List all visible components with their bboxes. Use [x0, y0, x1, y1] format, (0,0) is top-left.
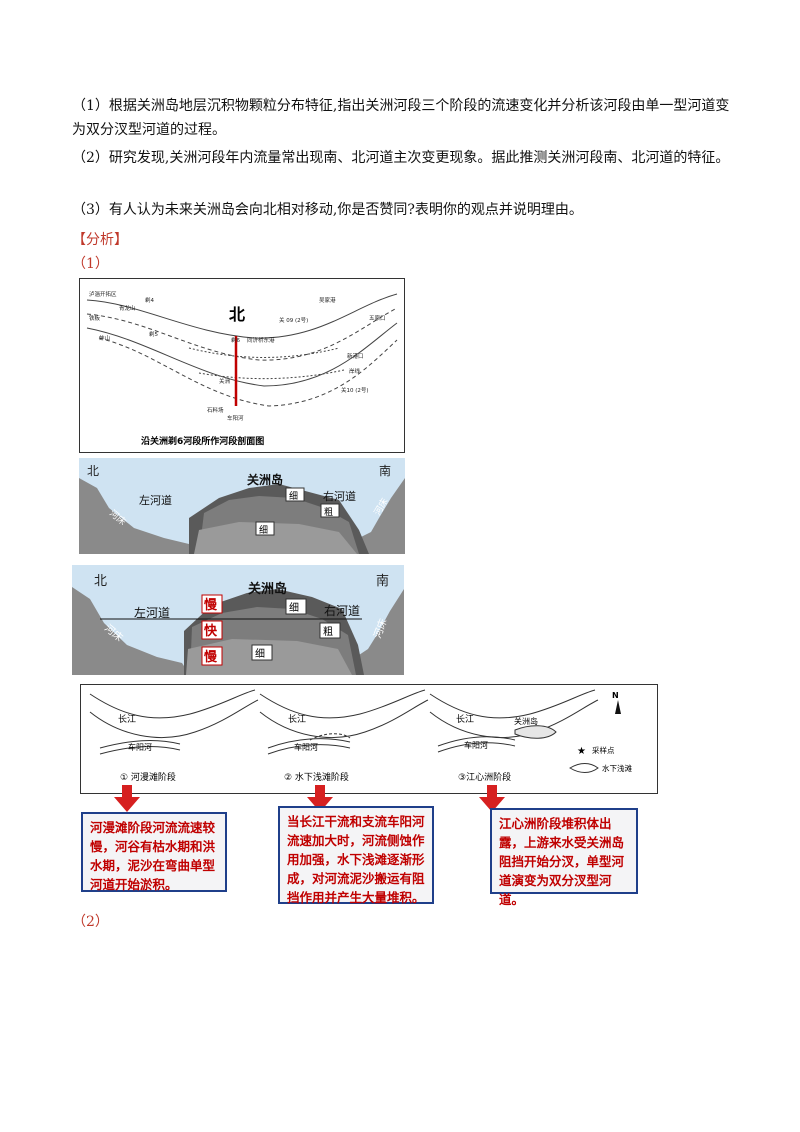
part1-label: （1） — [72, 256, 109, 272]
shoal-legend-icon — [569, 763, 599, 773]
down-arrow-icon — [307, 785, 333, 812]
layer-label: 粗 — [324, 506, 333, 518]
stage-river-label: 长江 — [288, 713, 306, 725]
stage-name: ② 水下浅滩阶段 — [284, 771, 349, 783]
legend-sample: 采样点 — [592, 745, 615, 755]
map-label: 青龙山 — [119, 304, 136, 312]
stage-river-label: 车阳河 — [128, 742, 152, 752]
question-3: （3）有人认为未来关洲岛会向北相对移动,你是否赞同?表明你的观点并说明理由。 — [72, 202, 583, 218]
layer-tag — [255, 521, 275, 536]
section2-island: 关洲岛 — [248, 581, 287, 597]
section1-right-channel: 右河道 — [323, 489, 356, 503]
layer-tag — [320, 503, 340, 518]
layer-tag — [285, 598, 307, 615]
section2-south: 南 — [376, 573, 389, 589]
section2-left-channel: 左河道 — [134, 605, 170, 620]
stage1-box: 河漫滩阶段河流流速较慢，河谷有枯水期和洪水期，泥沙在弯曲单型河道开始淤积。 — [81, 812, 227, 892]
layer-label: 粗 — [323, 626, 333, 638]
map-label: 关洲 — [219, 377, 231, 385]
map-label: 关 09 (2号) — [279, 316, 308, 324]
question-1: （1）根据关洲岛地层沉积物颗粒分布特征,指出关洲河段三个阶段的流速变化并分析该河… — [72, 98, 730, 138]
cross-section-2: 北 南 关洲岛 左河道 右河道 河床 河床 细 粗 细 慢 快 慢 — [72, 565, 404, 675]
map-label: 同济桥东港 — [247, 336, 275, 344]
stage-name: ③江心洲阶段 — [458, 771, 511, 783]
map-label: 蚌山 — [99, 334, 110, 342]
stage-river-label: 长江 — [456, 713, 474, 725]
stage2-box: 当长江干流和支流车阳河流速加大时，河流侧蚀作用加强，水下浅滩逐渐形成，对河流泥沙… — [278, 806, 434, 905]
layer-label: 细 — [289, 490, 298, 502]
map-label: 车阳河 — [227, 414, 244, 422]
map-label: 剃5 — [149, 330, 159, 338]
section1-south: 南 — [379, 463, 391, 478]
sample-star-icon: ★ — [577, 746, 586, 757]
speed-tag — [201, 646, 223, 666]
speed-label: 快 — [204, 623, 218, 639]
layer-label: 细 — [289, 601, 299, 614]
layer-tag — [285, 487, 305, 502]
stage-river-label: 车阳河 — [464, 740, 488, 750]
map-label: 石料场 — [207, 406, 224, 414]
map-label: 剃4 — [145, 296, 155, 304]
map-label: 剃6 — [231, 336, 241, 344]
section2-right-channel: 右河道 — [324, 603, 360, 618]
river-map-figure: 北 泸淄开拓区 剃4 青龙山 铁板 蚌山 剃5 剃6 吴家港 关 09 (2号)… — [79, 278, 405, 453]
stage-river-label: 长江 — [118, 713, 136, 725]
stage3-box: 江心洲阶段堆积体出露，上游来水受关洲岛阻挡开始分汊，单型河道演变为双分汊型河道。 — [490, 808, 638, 907]
speed-label: 慢 — [204, 597, 218, 613]
layer-tag — [319, 622, 341, 639]
layer-label: 细 — [259, 524, 268, 536]
north-arrow-label: N — [612, 691, 619, 700]
section2-north: 北 — [94, 574, 107, 589]
map-label: 岸线 — [349, 367, 361, 375]
legend-shoal: 水下浅滩 — [602, 763, 632, 773]
river-stages-diagram: 长江 车阳河 长江 车阳河 长江 关洲岛 车阳河 ① 河漫滩阶段 ② 水下浅滩阶… — [80, 684, 658, 794]
speed-tag — [201, 620, 223, 640]
map-label: 关10 (2号) — [341, 386, 369, 394]
stage-name: ① 河漫滩阶段 — [120, 771, 176, 783]
map-label: 新港口 — [347, 352, 364, 360]
stage-river-label: 车阳河 — [294, 742, 318, 752]
speed-tag — [201, 594, 223, 614]
analysis-heading: 【分析】 — [72, 232, 128, 248]
section1-left-channel: 左河道 — [139, 493, 172, 507]
map-north-label: 北 — [229, 305, 245, 324]
stage-river-label: 关洲岛 — [514, 716, 538, 726]
down-arrow-icon — [114, 785, 140, 812]
map-label: 铁板 — [89, 314, 101, 322]
layer-label: 细 — [255, 647, 265, 660]
section1-north: 北 — [87, 464, 99, 478]
north-arrow-icon — [615, 700, 621, 714]
map-label: 五家口 — [369, 314, 386, 322]
speed-label: 慢 — [204, 649, 218, 665]
map-label: 泸淄开拓区 — [89, 290, 117, 298]
question-2: （2）研究发现,关洲河段年内流量常出现南、北河道主次变更现象。据此推测关洲河段南… — [72, 150, 730, 166]
map-label: 吴家港 — [319, 296, 336, 304]
part2-label: （2） — [72, 914, 109, 930]
down-arrow-icon — [479, 785, 505, 812]
layer-tag — [251, 644, 273, 661]
section1-island: 关洲岛 — [247, 472, 283, 487]
map-caption: 沿关洲剃6河段所作河段剖面图 — [141, 435, 264, 447]
stage-arrows — [114, 785, 505, 812]
cross-section-1: 北 南 关洲岛 左河道 右河道 河床 河床 细 粗 细 — [79, 458, 405, 554]
